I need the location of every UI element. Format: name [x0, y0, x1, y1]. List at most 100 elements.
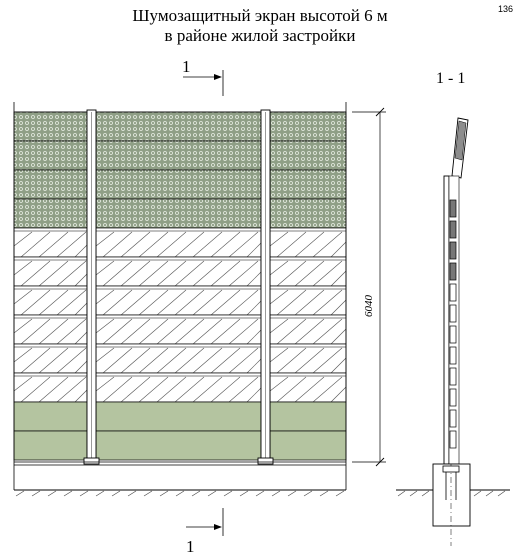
glass-hatch	[74, 302, 88, 316]
glass-hatch	[138, 289, 169, 316]
ground-hatch	[335, 490, 345, 497]
section-view-label: 1 - 1	[436, 70, 465, 87]
perforated-panel	[269, 111, 347, 142]
glass-hatch	[95, 231, 115, 247]
ground-hatch	[63, 490, 73, 497]
section-view-1-1	[396, 117, 510, 546]
ground-hatch	[47, 490, 57, 497]
glass-hatch	[174, 231, 205, 258]
glass-hatch	[246, 329, 262, 345]
glass-hatch	[20, 289, 51, 316]
glass-panel	[269, 314, 347, 345]
post-base-plate	[257, 457, 274, 465]
glass-hatch	[210, 318, 241, 345]
glass-hatch	[102, 231, 133, 258]
glass-hatch	[276, 318, 307, 345]
glass-hatch	[294, 260, 325, 287]
glass-hatch	[138, 347, 169, 374]
glass-hatch	[13, 347, 33, 363]
glass-hatch	[210, 260, 241, 287]
anchor-plate	[442, 465, 460, 473]
glass-hatch	[294, 318, 325, 345]
title-line-1: Шумозащитный экран высотой 6 м	[132, 6, 388, 25]
section-ground-hatch	[497, 490, 506, 497]
glass-hatch	[312, 260, 343, 287]
glass-hatch	[102, 347, 133, 374]
glass-hatch	[228, 318, 259, 345]
glass-hatch	[269, 231, 289, 247]
glass-hatch	[95, 318, 115, 334]
glass-hatch	[276, 260, 307, 287]
ground-hatch	[127, 490, 137, 497]
glass-hatch	[156, 260, 187, 287]
drawing-title: Шумозащитный экран высотой 6 м в районе …	[95, 6, 425, 46]
glass-hatch	[330, 299, 347, 316]
height-tick-top	[375, 107, 385, 117]
glass-hatch	[312, 318, 343, 345]
title-line-2: в районе жилой застройки	[164, 26, 356, 45]
glass-hatch	[246, 271, 262, 287]
glass-hatch	[95, 376, 115, 392]
glass-hatch	[174, 347, 205, 374]
glass-hatch	[228, 260, 259, 287]
section-panel	[449, 430, 457, 449]
section-ground-hatch	[485, 490, 494, 497]
glass-hatch	[56, 289, 87, 316]
section-panel	[449, 346, 457, 365]
glass-panel	[13, 285, 88, 316]
glass-hatch	[276, 231, 307, 258]
glass-panel	[13, 314, 88, 345]
perforated-panel	[95, 140, 262, 171]
glass-panel	[269, 285, 347, 316]
perforated-panel	[13, 140, 88, 171]
post-base-plate	[83, 457, 100, 465]
solid-panel	[269, 430, 347, 461]
glass-hatch	[20, 231, 51, 258]
glass-hatch	[20, 376, 51, 403]
glass-panel	[269, 343, 347, 374]
glass-hatch	[38, 376, 69, 403]
glass-hatch	[156, 289, 187, 316]
glass-hatch	[294, 347, 325, 374]
section-panel	[449, 304, 457, 323]
glass-hatch	[56, 231, 87, 258]
glass-hatch	[38, 347, 69, 374]
solid-panel	[13, 401, 88, 432]
inclined-absorber	[454, 120, 467, 161]
section-ground-hatch	[397, 490, 406, 497]
perforated-panel	[13, 198, 88, 229]
glass-hatch	[312, 289, 343, 316]
glass-hatch	[120, 289, 151, 316]
section-panel	[449, 262, 457, 281]
glass-hatch	[192, 289, 223, 316]
solid-panel	[269, 401, 347, 432]
glass-hatch	[74, 244, 88, 258]
section-arrow-bottom-head	[214, 524, 222, 530]
glass-hatch	[174, 260, 205, 287]
glass-hatch	[210, 231, 241, 258]
glass-hatch	[156, 376, 187, 403]
section-mark-bottom-label: 1	[186, 537, 195, 555]
section-panel	[449, 241, 457, 260]
glass-hatch	[330, 241, 347, 258]
glass-hatch	[120, 347, 151, 374]
glass-hatch	[312, 376, 343, 403]
perforated-panel	[95, 169, 262, 200]
glass-hatch	[13, 289, 33, 305]
glass-hatch	[192, 231, 223, 258]
glass-hatch	[269, 289, 289, 305]
glass-panel	[13, 227, 88, 258]
glass-hatch	[210, 376, 241, 403]
solid-panel	[13, 430, 88, 461]
glass-hatch	[294, 376, 325, 403]
glass-hatch	[102, 376, 133, 403]
glass-hatch	[174, 376, 205, 403]
glass-hatch	[38, 318, 69, 345]
glass-hatch	[210, 289, 241, 316]
section-post-flange	[443, 175, 450, 465]
glass-panel	[95, 256, 262, 287]
glass-hatch	[192, 347, 223, 374]
ground-hatch	[207, 490, 217, 497]
glass-hatch	[312, 231, 343, 258]
glass-panel	[13, 343, 88, 374]
